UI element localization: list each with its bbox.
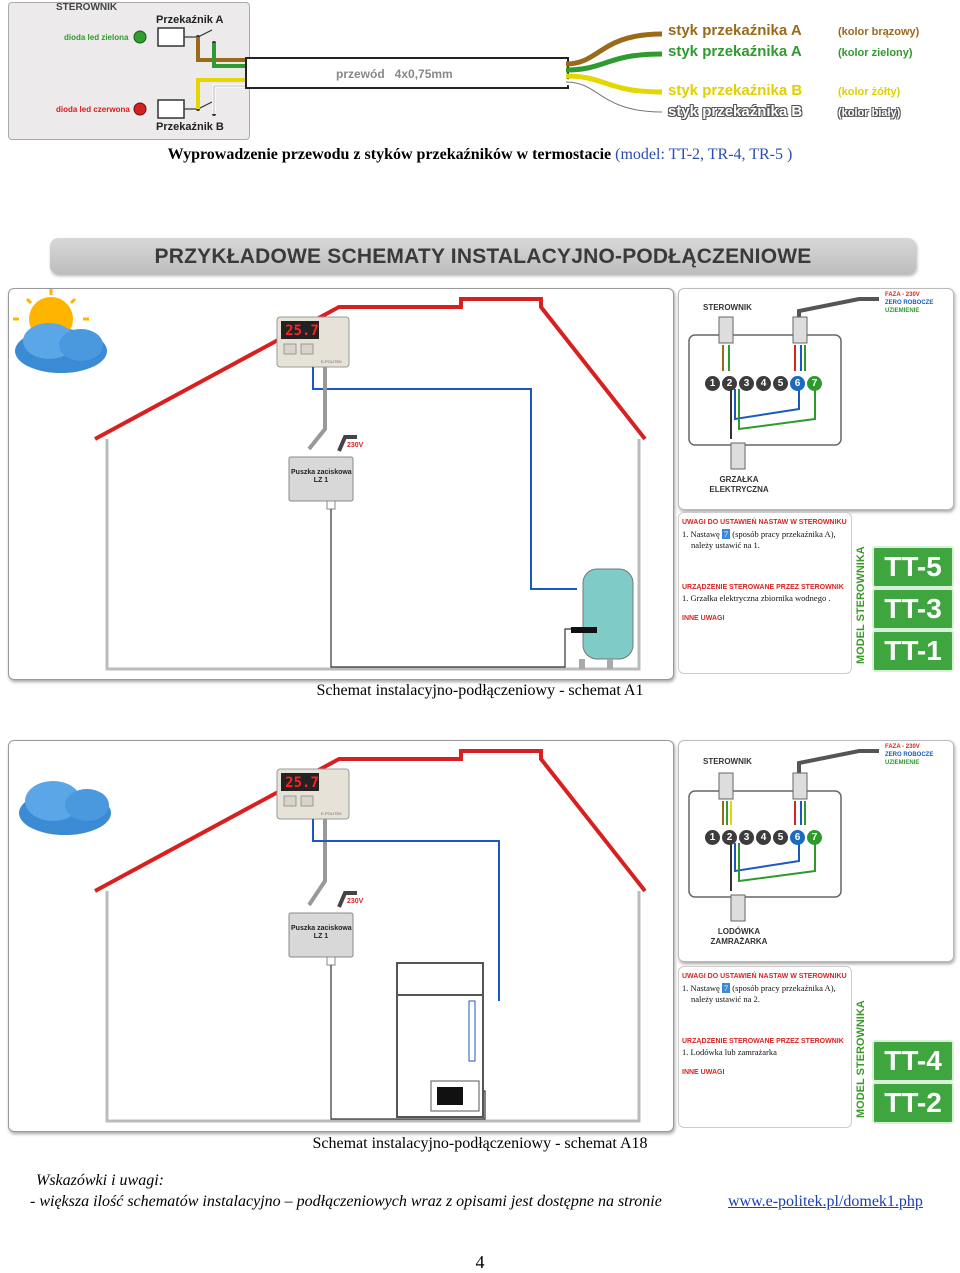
wire-color-b-yellow: (kolor żółty) <box>838 86 901 98</box>
scheme-a18-house-panel: 25.7 E-POLITEK 230V Puszka zaciskowa LZ … <box>8 740 674 1132</box>
model-label-a1: MODEL STEROWNIKA <box>855 546 867 664</box>
terminal-5: 5 <box>773 830 788 845</box>
led-red-label: dioda led czerwona <box>56 105 130 114</box>
settings-notes-line2: należy ustawić na 2. <box>691 994 760 1004</box>
legend-earth: UZIEMIENIE <box>885 308 920 314</box>
page-number: 4 <box>475 1252 485 1272</box>
wire-label-a-brown: styk przekaźnika A <box>668 22 802 39</box>
junction-box-label: Puszka zaciskowa LZ 1 <box>291 925 352 940</box>
wiring-controller-label: STEROWNIK <box>703 303 752 312</box>
model-label-a18: MODEL STEROWNIKA <box>855 1000 867 1118</box>
settings-line-suffix: (sposób pracy przekaźnika A), <box>730 983 836 993</box>
relay-a-label: Przekaźnik A <box>156 14 224 26</box>
house-drawing <box>13 289 647 671</box>
legend-neutral: ZERO ROBOCZE <box>885 300 934 306</box>
settings-line-prefix: 1. Nastawę <box>682 529 722 539</box>
settings-notes-title: UWAGI DO USTAWIEŃ NASTAW W STEROWNIKU <box>682 973 847 980</box>
settings-line-suffix: (sposób pracy przekaźnika A), <box>730 529 836 539</box>
terminal-5: 5 <box>773 376 788 391</box>
wiring-controller-label: STEROWNIK <box>703 757 752 766</box>
controller-box <box>8 2 250 140</box>
intro-caption-text: Wyprowadzenie przewodu z styków przekaźn… <box>167 146 616 163</box>
terminal-1: 1 <box>705 830 720 845</box>
model-badge-tt1: TT-1 <box>872 630 954 672</box>
model-badge-tt5: TT-5 <box>872 546 954 588</box>
settings-notes-line1: 1. Nastawę 7 (sposób pracy przekaźnika A… <box>682 983 836 993</box>
wire-label-b-yellow: styk przekaźnika B <box>668 82 803 99</box>
settings-code: 7 <box>721 983 731 993</box>
relay-b-label: Przekaźnik B <box>156 121 224 133</box>
wire-label-b-white: styk przekaźnika B <box>668 103 803 120</box>
model-badge-tt3: TT-3 <box>872 588 954 630</box>
wire-label-a-green: styk przekaźnika A <box>668 43 802 60</box>
website-link[interactable]: www.e-politek.pl/domek1.php <box>728 1193 923 1210</box>
wire-color-a-green: (kolor zielony) <box>838 47 913 59</box>
legend-neutral: ZERO ROBOCZE <box>885 752 934 758</box>
controller-label: STEROWNIK <box>56 2 118 13</box>
devices-notes-title: URZĄDZENIE STEROWANE PRZEZ STEROWNIK <box>682 1038 844 1045</box>
led-green-label: dioda led zielona <box>64 33 129 42</box>
wire-color-a-brown: (kolor brązowy) <box>838 26 920 38</box>
terminal-1: 1 <box>705 376 720 391</box>
relay-wiring-diagram: STEROWNIK Przekaźnik A Przekaźnik B diod… <box>0 0 960 140</box>
devices-notes-text: 1. Lodówka lub zamrażarka <box>682 1047 777 1057</box>
settings-line-prefix: 1. Nastawę <box>682 983 722 993</box>
terminal-3: 3 <box>739 376 754 391</box>
scheme-a1-wiring-panel: STEROWNIK FAZA - 230V ZERO ROBOCZE UZIEM… <box>678 288 954 510</box>
junction-box-label: Puszka zaciskowa LZ 1 <box>291 469 352 484</box>
terminal-3: 3 <box>739 830 754 845</box>
relay-circuit-drawing <box>133 27 663 119</box>
terminal-4: 4 <box>756 376 771 391</box>
settings-notes-line1: 1. Nastawę 7 (sposób pracy przekaźnika A… <box>682 529 836 539</box>
settings-code: 7 <box>721 529 731 539</box>
controller-display: 25.7 <box>285 323 319 339</box>
wire-color-b-white: (kolor biały) <box>838 107 901 119</box>
terminal-7: 7 <box>807 830 822 845</box>
settings-notes-title: UWAGI DO USTAWIEŃ NASTAW W STEROWNIKU <box>682 519 847 526</box>
scheme-a1-notes-panel: UWAGI DO USTAWIEŃ NASTAW W STEROWNIKU 1.… <box>678 512 852 674</box>
controller-brand: E-POLITEK <box>321 811 342 816</box>
device-label: LODÓWKA ZAMRAŻARKA <box>710 927 768 946</box>
hints-title: Wskazówki i uwagi: <box>36 1172 164 1189</box>
voltage-label: 230V <box>347 442 364 449</box>
scheme-a1-house-panel: 25.7 E-POLITEK 230V Puszka zaciskowa LZ … <box>8 288 674 680</box>
terminal-2: 2 <box>722 376 737 391</box>
terminal-6: 6 <box>790 376 805 391</box>
hint-text: - większa ilość schematów instalacyjno –… <box>30 1193 662 1210</box>
legend-phase: FAZA - 230V <box>885 292 920 298</box>
house-drawing <box>19 749 647 1123</box>
other-notes-title: INNE UWAGI <box>682 1069 725 1076</box>
devices-notes-text: 1. Grzałka elektryczna zbiornika wodnego… <box>682 593 831 603</box>
devices-notes-title: URZĄDZENIE STEROWANE PRZEZ STEROWNIK <box>682 584 844 591</box>
device-label: GRZAŁKA ELEKTRYCZNA <box>709 475 769 494</box>
cable-label: przewód 4x0,75mm <box>336 67 453 81</box>
controller-display: 25.7 <box>285 775 319 791</box>
intro-caption: Wyprowadzenie przewodu z styków przekaźn… <box>0 146 960 164</box>
model-badge-tt2: TT-2 <box>872 1082 954 1124</box>
scheme-a18-caption: Schemat instalacyjno-podłączeniowy - sch… <box>312 1135 648 1152</box>
other-notes-title: INNE UWAGI <box>682 615 725 622</box>
terminal-6: 6 <box>790 830 805 845</box>
section-heading: PRZYKŁADOWE SCHEMATY INSTALACYJNO-PODŁĄC… <box>50 238 916 274</box>
voltage-label: 230V <box>347 898 364 905</box>
legend-earth: UZIEMIENIE <box>885 760 920 766</box>
controller-brand: E-POLITEK <box>321 359 342 364</box>
scheme-a18-wiring-panel: STEROWNIK FAZA - 230V ZERO ROBOCZE UZIEM… <box>678 740 954 962</box>
terminal-7: 7 <box>807 376 822 391</box>
terminal-2: 2 <box>722 830 737 845</box>
intro-caption-models: (model: TT-2, TR-4, TR-5 ) <box>615 146 793 163</box>
terminal-4: 4 <box>756 830 771 845</box>
model-badge-tt4: TT-4 <box>872 1040 954 1082</box>
legend-phase: FAZA - 230V <box>885 744 920 750</box>
settings-notes-line2: należy ustawić na 1. <box>691 540 760 550</box>
scheme-a18-notes-panel: UWAGI DO USTAWIEŃ NASTAW W STEROWNIKU 1.… <box>678 966 852 1128</box>
scheme-a1-caption: Schemat instalacyjno-podłączeniowy - sch… <box>316 682 644 699</box>
